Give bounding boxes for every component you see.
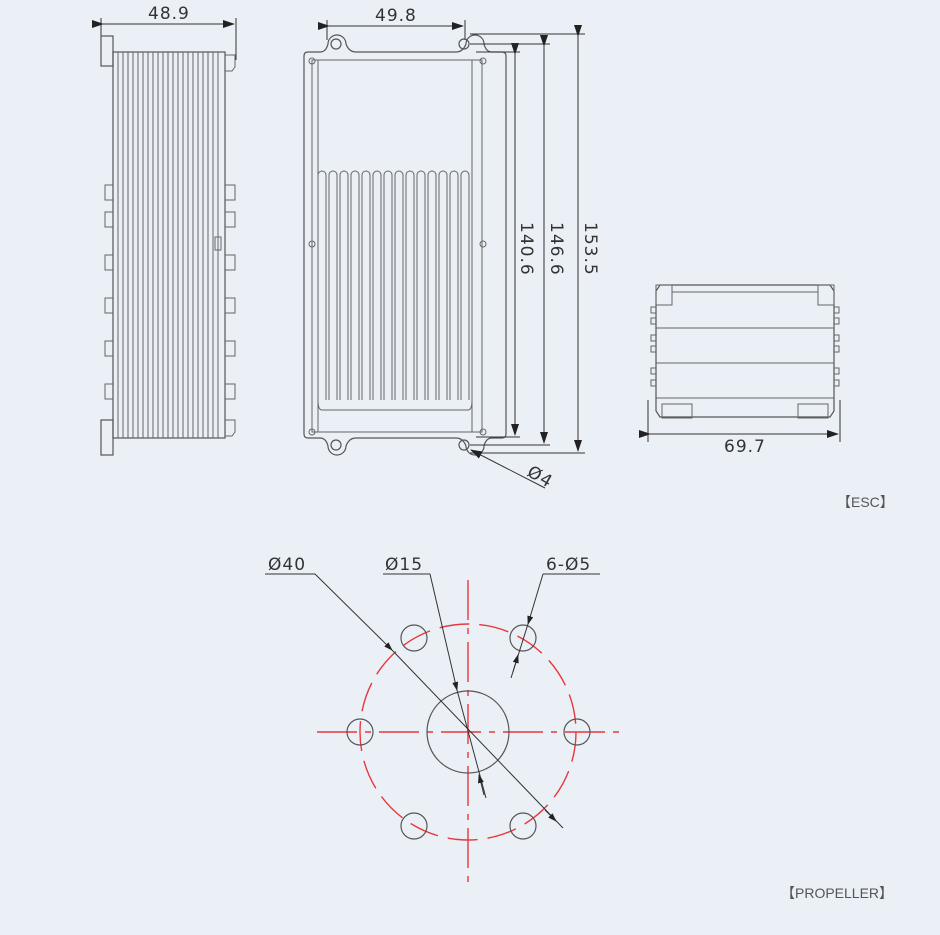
dim-end-width: 69.7 [724, 437, 766, 457]
dim-prop-holes: 6-Ø5 [546, 555, 591, 575]
dim-prop-outer: Ø40 [268, 555, 306, 575]
esc-label: 【ESC】 [837, 494, 894, 510]
dim-mount-hole: Ø4 [524, 462, 557, 492]
propeller-label: 【PROPELLER】 [781, 885, 894, 901]
dim-height-mid: 146.6 [546, 222, 566, 276]
dim-prop-center: Ø15 [385, 555, 423, 575]
side-view: 48.9 [92, 4, 237, 456]
dim-height-inner: 140.6 [516, 222, 536, 276]
dim-hole-spacing: 49.8 [375, 6, 417, 26]
dim-side-width: 48.9 [148, 4, 190, 24]
propeller-mount-view: Ø40 Ø15 6-Ø5 [265, 555, 622, 885]
front-view: 49.8 [303, 6, 600, 492]
dim-height-total: 153.5 [580, 222, 600, 276]
end-view: 69.7 [639, 284, 841, 457]
